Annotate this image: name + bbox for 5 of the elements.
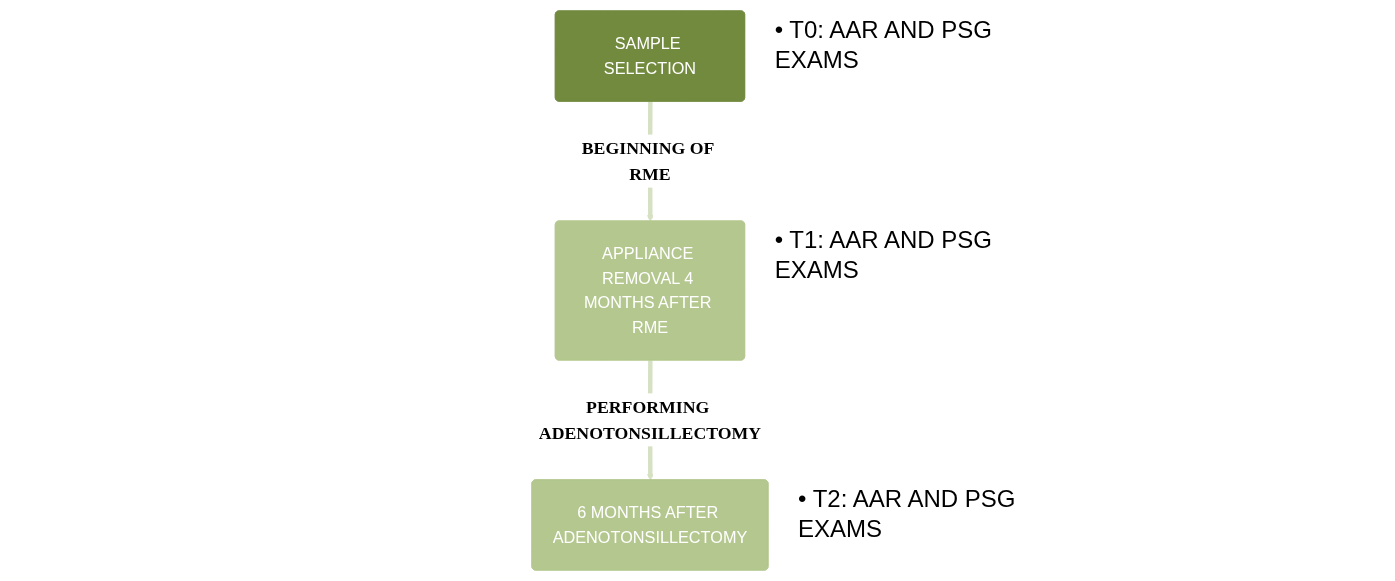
edge-label: PERFORMING ADENOTONSILLECTOMY	[538, 397, 762, 443]
bullet-note: • T2: AAR AND PSG EXAMS	[798, 483, 1017, 544]
edge-label: BEGINNING OF RME	[581, 138, 714, 184]
bullet-note: • T1: AAR AND PSG EXAMS	[774, 224, 994, 285]
bullet-note: • T0: AAR AND PSG EXAMS	[774, 14, 994, 75]
